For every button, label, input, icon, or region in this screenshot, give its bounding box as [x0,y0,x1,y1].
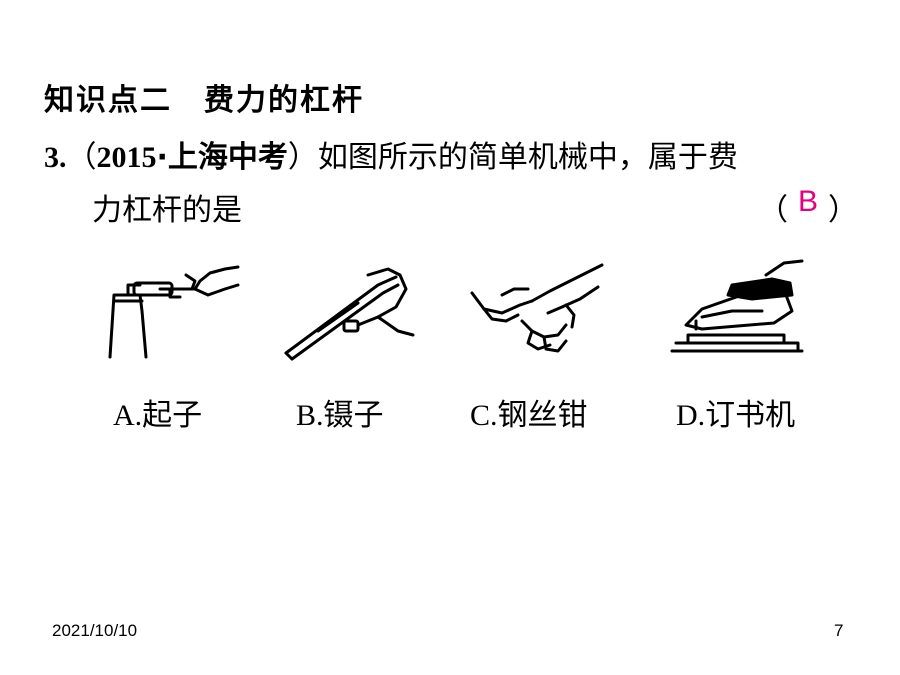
answer-close-paren: ） [827,194,858,227]
question-text-line-1: 如图所示的简单机械中，属于费 [317,140,738,175]
option-c-letter: C. [470,399,498,432]
figure-d [662,255,812,369]
option-c-caption: C.钢丝钳 [470,390,588,434]
option-d-caption: D.订书机 [676,390,795,434]
figure-a [100,255,245,369]
question-line-1: 3.（2015·上海中考）如图所示的简单机械中，属于费 [44,132,738,176]
option-b-letter: B. [296,399,324,432]
source-open-paren: （ [66,140,97,175]
figure-b [278,255,423,369]
option-d-label: 订书机 [705,398,796,433]
tweezers-icon [284,267,415,361]
bottle-opener-icon [108,265,240,359]
answer-value: B [797,185,818,218]
question-number: 3. [44,141,67,174]
section-topic: 费力的杠杆 [204,83,364,118]
section-heading: 知识点二费力的杠杆 [44,75,364,119]
option-a-label: 起子 [142,398,203,433]
pliers-icon [470,263,604,353]
question-text-line-2: 力杠杆的是 [92,193,242,228]
source-dot: · [156,140,168,175]
footer-date: 2021/10/10 [52,621,138,640]
option-c-label: 钢丝钳 [497,398,588,433]
option-b-label: 镊子 [323,398,384,433]
answer-blank: （ B ） [758,185,858,229]
answer-open-paren: （ [758,194,788,227]
source-name: 上海中考 [167,140,288,175]
section-label: 知识点二 [44,83,172,118]
option-a-letter: A. [113,399,143,432]
source-close-paren: ） [287,140,318,175]
question-source: 2015·上海中考 [97,140,288,175]
stapler-icon [670,259,804,353]
option-d-letter: D. [676,399,706,432]
option-a-caption: A.起子 [113,390,202,434]
figure-c [462,255,612,369]
page-number: 7 [834,621,844,640]
source-year: 2015 [96,141,157,174]
option-b-caption: B.镊子 [296,390,384,434]
